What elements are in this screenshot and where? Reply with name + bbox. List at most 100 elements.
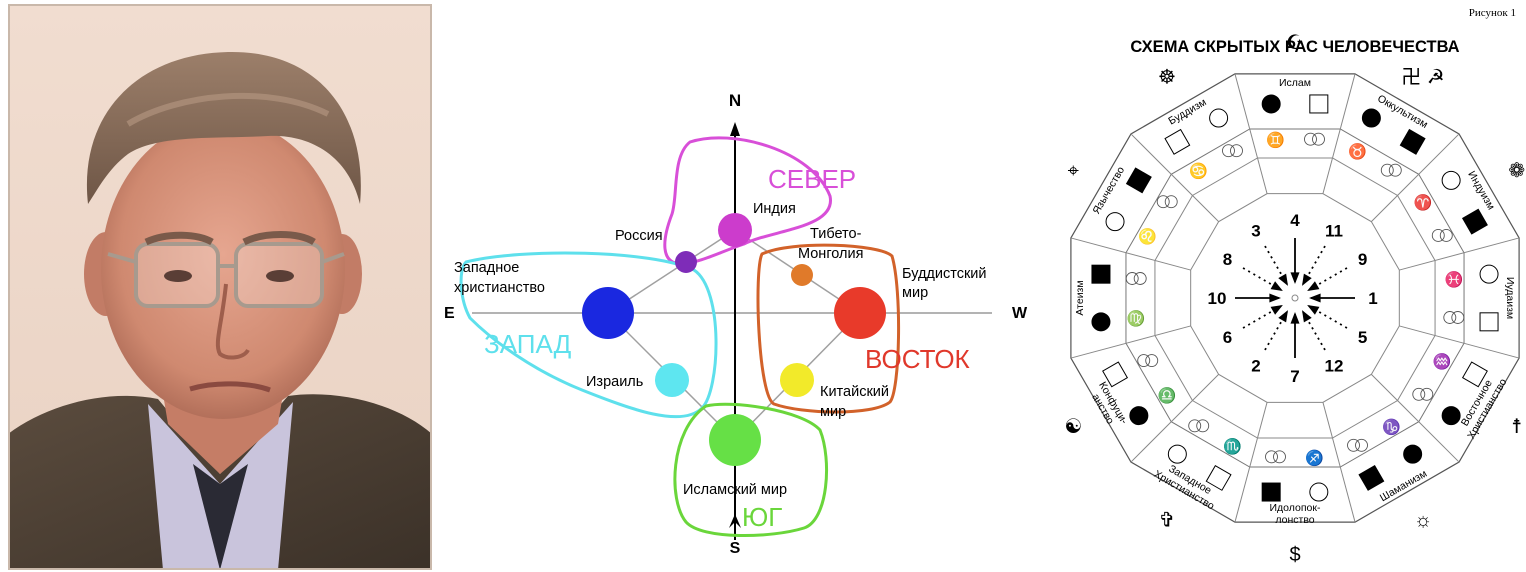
ring-marker <box>1304 132 1317 146</box>
segment-symbol-icon: ✞ <box>1159 510 1176 532</box>
ring-marker <box>1312 132 1325 146</box>
western-christianity-node <box>582 287 634 339</box>
east-region-outline <box>756 243 901 414</box>
circle-marker <box>1441 170 1461 190</box>
ring-marker <box>1164 195 1178 209</box>
south-region-label: ЮГ <box>742 502 782 532</box>
zodiac-sign-icon: ♎ <box>1158 386 1177 404</box>
segment-symbol-icon: ☼ <box>1414 510 1432 532</box>
race-number: 4 <box>1290 211 1300 230</box>
segment-label: ЗападноеХристианство <box>1152 458 1223 513</box>
zodiac-sign-icon: ♍ <box>1127 309 1146 327</box>
ring-marker <box>1443 311 1457 324</box>
ring-marker <box>1388 163 1402 177</box>
south-label: S <box>730 540 741 557</box>
spoke <box>1234 402 1268 523</box>
arrowhead-icon <box>1290 272 1300 284</box>
north-label: N <box>729 91 741 110</box>
segment-label: ВосточноеХристианство <box>1455 371 1510 442</box>
square-marker <box>1102 361 1129 388</box>
ring-marker <box>1125 272 1139 285</box>
circle-marker <box>1479 264 1499 284</box>
compass-diagram: N S E W СЕВЕР ЗАПАД ВОСТОК ЮГ Индия Росс… <box>444 91 1028 557</box>
filled-circle-marker <box>1361 108 1381 128</box>
spoke <box>1371 374 1460 463</box>
zodiac-sign-icon: ♊ <box>1266 131 1285 149</box>
israel-node <box>655 363 689 397</box>
filled-circle-marker <box>1129 406 1149 426</box>
hidden-races-wheel: Рисунок 1 СХЕМА СКРЫТЫХ РАС ЧЕЛОВЕЧЕСТВА… <box>1064 7 1525 566</box>
arrowhead-icon <box>1302 273 1312 286</box>
filled-circle-marker <box>1091 312 1111 332</box>
ring-marker <box>1439 229 1453 242</box>
race-number: 11 <box>1325 221 1343 240</box>
arrowhead-icon <box>1270 305 1283 315</box>
west-region-outline <box>459 251 718 419</box>
zodiac-sign-icon: ♉ <box>1348 143 1367 161</box>
filled-square-marker <box>1358 464 1385 491</box>
figure-caption: Рисунок 1 <box>1469 7 1516 19</box>
race-number: 7 <box>1290 367 1299 386</box>
ring-marker <box>1420 387 1434 401</box>
segment-label: Идолопок-лонство <box>1270 502 1321 526</box>
filled-circle-marker <box>1403 444 1423 464</box>
spoke <box>1130 374 1219 463</box>
west-region-label: ЗАПАД <box>484 329 572 359</box>
arrowhead-icon <box>1307 305 1320 315</box>
segment-symbol-icon: $ <box>1289 544 1300 566</box>
arrowhead-icon <box>1290 312 1300 324</box>
spoke <box>1234 73 1268 194</box>
zodiac-sign-icon: ♒ <box>1433 353 1452 371</box>
ring-marker <box>1230 144 1243 158</box>
ring-marker <box>1265 450 1278 464</box>
spoke <box>1399 325 1520 359</box>
race-number: 2 <box>1251 357 1260 376</box>
circle-marker <box>1209 108 1229 128</box>
segment-label: Конфуци-анство <box>1086 380 1130 433</box>
islamic-world-label: Исламский мир <box>683 482 787 498</box>
race-number: 5 <box>1358 328 1367 347</box>
ring-marker <box>1188 419 1202 433</box>
israel-label: Израиль <box>586 374 643 390</box>
buddhist-world-node <box>834 287 886 339</box>
square-marker <box>1479 312 1499 332</box>
north-region-label: СЕВЕР <box>768 164 856 194</box>
circle-marker <box>1167 444 1187 464</box>
ring-marker <box>1431 229 1445 242</box>
filled-square-marker <box>1091 264 1111 284</box>
wheel-title: СХЕМА СКРЫТЫХ РАС ЧЕЛОВЕЧЕСТВА <box>1130 38 1459 56</box>
arrowhead-icon <box>1302 310 1312 323</box>
ring-marker <box>1451 311 1465 324</box>
filled-square-marker <box>1261 482 1281 502</box>
spoke <box>1322 73 1356 194</box>
segment-symbol-icon: ☸ <box>1158 66 1176 88</box>
ring-marker <box>1156 195 1170 209</box>
race-number: 1 <box>1368 289 1377 308</box>
arrowhead-icon <box>1307 281 1320 291</box>
filled-square-marker <box>1125 167 1152 194</box>
russia-label: Россия <box>615 228 663 244</box>
segment-label: Иудаизм <box>1504 277 1516 319</box>
buddhist-world-label: Буддистский мир <box>902 266 991 301</box>
arrowhead-icon <box>1269 293 1281 303</box>
spoke <box>1322 402 1356 523</box>
segment-label: Шаманизм <box>1378 468 1429 505</box>
arrowhead-icon <box>1278 273 1288 286</box>
filled-square-marker <box>1461 208 1488 235</box>
circle-marker <box>1105 212 1125 232</box>
portrait-photo <box>8 4 432 570</box>
east-label: E <box>444 305 455 322</box>
zodiac-sign-icon: ♏ <box>1223 437 1242 455</box>
race-number: 12 <box>1325 357 1344 376</box>
spoke <box>1070 237 1191 271</box>
zodiac-sign-icon: ♈ <box>1413 194 1432 212</box>
spoke <box>1399 237 1520 271</box>
segment-symbol-icon: ☪ <box>1286 32 1304 54</box>
ring-marker <box>1355 438 1368 452</box>
segment-symbol-icon: ☨ <box>1511 416 1522 438</box>
center-dot <box>1291 294 1299 302</box>
race-number: 9 <box>1358 250 1367 269</box>
segment-symbol-icon: ❁ <box>1508 160 1525 182</box>
north-arrow-icon <box>730 122 740 136</box>
ring-marker <box>1412 387 1426 401</box>
